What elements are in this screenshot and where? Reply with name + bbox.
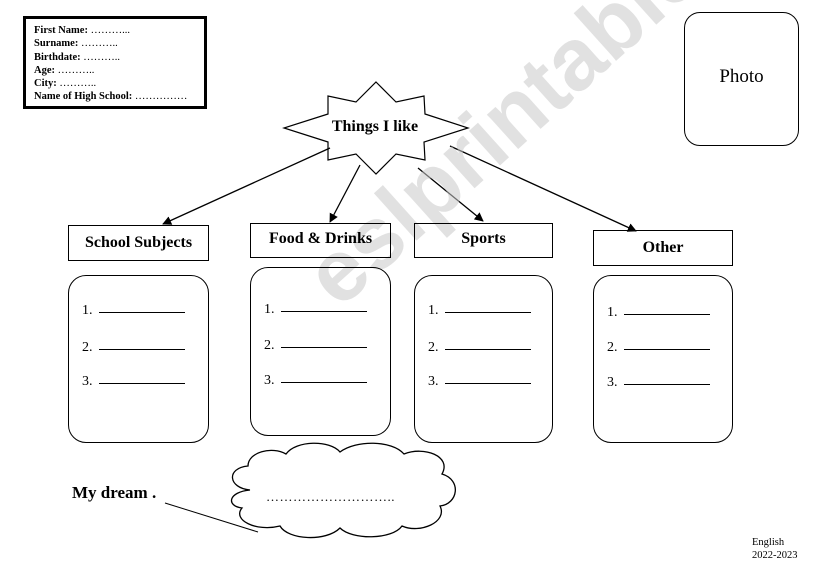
list-item[interactable]: 2. — [82, 340, 185, 356]
list-item[interactable]: 1. — [264, 302, 367, 318]
list-sports: 1. 2. 3. — [414, 275, 553, 443]
surname-field[interactable]: ……….. — [80, 38, 118, 50]
dream-input[interactable]: ……………………….. — [266, 489, 395, 504]
student-info-box: First Name: ………... Surname: ……….. Birthd… — [23, 16, 207, 109]
list-item[interactable]: 3. — [607, 375, 710, 391]
birthdate-field[interactable]: ……….. — [83, 51, 121, 63]
star-shape — [282, 81, 470, 175]
photo-box[interactable]: Photo — [684, 12, 799, 146]
dream-cloud — [231, 442, 456, 539]
age-field[interactable]: ……….. — [57, 64, 95, 76]
list-food-drinks: 1. 2. 3. — [250, 267, 391, 436]
list-other: 1. 2. 3. — [593, 275, 733, 443]
arrow-other — [449, 145, 637, 232]
list-item[interactable]: 3. — [82, 374, 185, 390]
center-label: Things I like — [331, 118, 419, 135]
arrow-school-subjects — [162, 147, 331, 225]
list-item[interactable]: 3. — [428, 374, 531, 390]
info-row-surname: Surname: ……….. — [34, 38, 118, 50]
list-item[interactable]: 2. — [607, 340, 710, 356]
footer-info: English 2022-2023 — [752, 536, 798, 562]
info-row-city: City: ……….. — [34, 78, 97, 90]
footer-subject: English — [752, 537, 785, 548]
info-row-first-name: First Name: ………... — [34, 25, 130, 36]
my-dream-label: My dream . — [72, 483, 157, 502]
footer-year: 2022-2023 — [752, 550, 798, 561]
list-item[interactable]: 1. — [82, 303, 185, 319]
header-other: Other — [593, 230, 733, 266]
city-field[interactable]: ……….. — [59, 78, 97, 90]
header-food-drinks: Food & Drinks — [250, 223, 391, 258]
list-item[interactable]: 2. — [428, 340, 531, 356]
info-row-age: Age: ……….. — [34, 64, 95, 76]
arrow-food-drinks — [329, 164, 361, 223]
high-school-field[interactable]: …………… — [134, 91, 188, 103]
header-sports: Sports — [414, 223, 553, 258]
list-item[interactable]: 2. — [264, 338, 367, 354]
arrow-sports — [417, 167, 484, 222]
first-name-field[interactable]: ………... — [90, 25, 130, 36]
list-item[interactable]: 1. — [428, 303, 531, 319]
dream-connector — [164, 502, 259, 533]
info-row-birthdate: Birthdate: ……….. — [34, 51, 121, 63]
list-school-subjects: 1. 2. 3. — [68, 275, 209, 443]
info-row-high-school: Name of High School: …………… — [34, 91, 188, 103]
list-item[interactable]: 1. — [607, 305, 710, 321]
list-item[interactable]: 3. — [264, 373, 367, 389]
photo-label: Photo — [719, 66, 764, 87]
header-school-subjects: School Subjects — [68, 225, 209, 261]
